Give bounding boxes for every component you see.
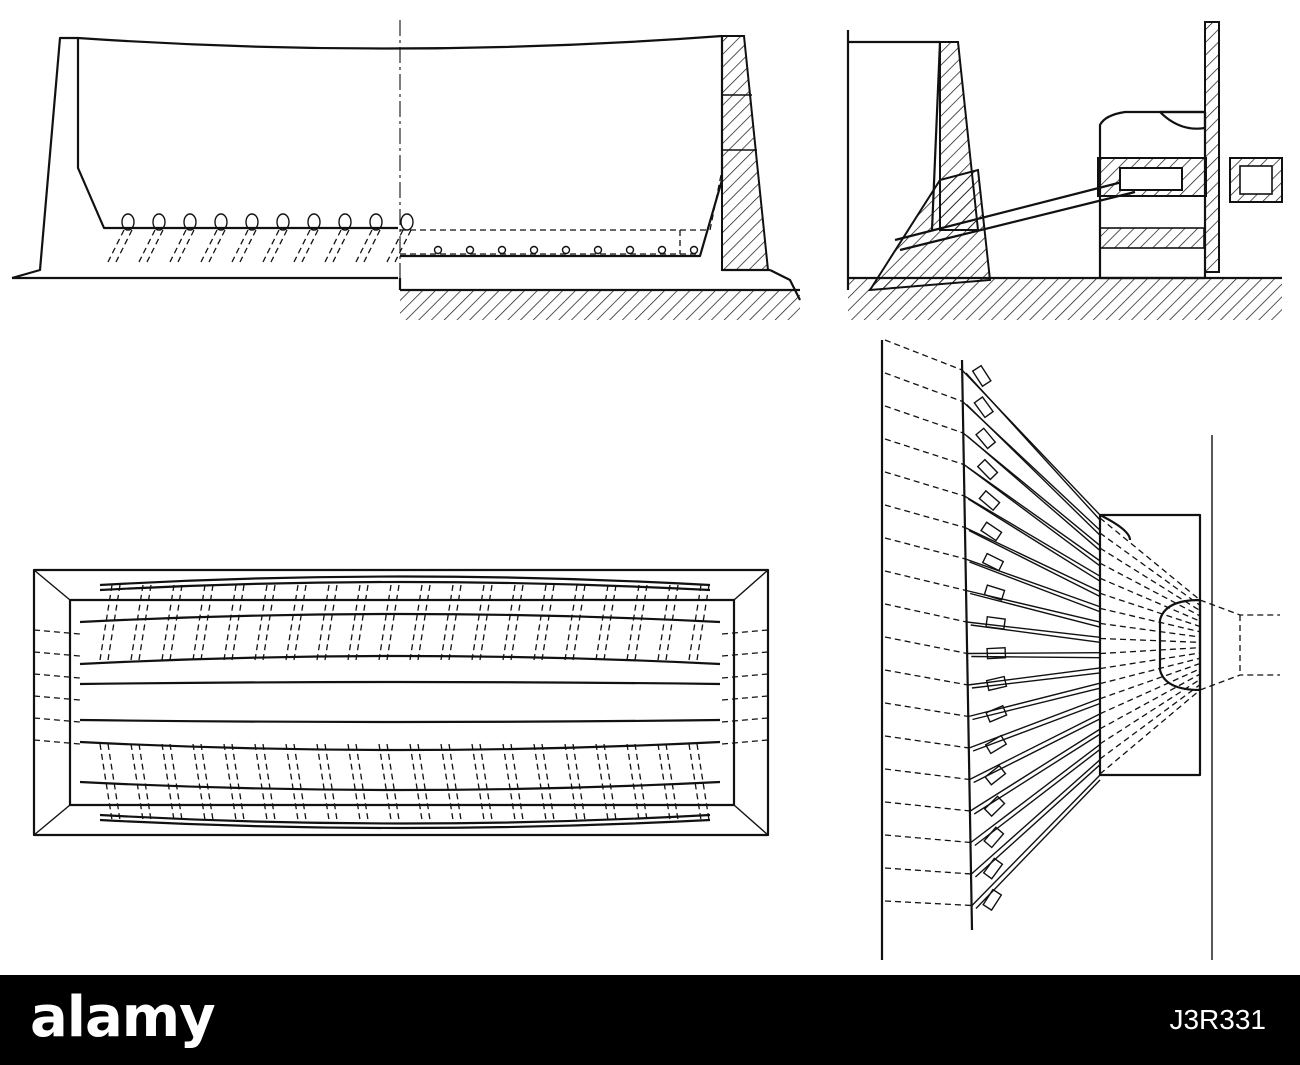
alamy-logo: alamy xyxy=(30,985,216,1050)
technical-drawing xyxy=(11,20,1283,960)
end-section-view xyxy=(846,21,1283,320)
fan-plan-view xyxy=(880,339,1280,960)
plan-view xyxy=(32,568,770,837)
stock-image-id: J3R331 xyxy=(1169,1004,1266,1035)
side-elevation-view xyxy=(11,20,801,320)
watermark-footer: alamy J3R331 xyxy=(0,975,1300,1065)
